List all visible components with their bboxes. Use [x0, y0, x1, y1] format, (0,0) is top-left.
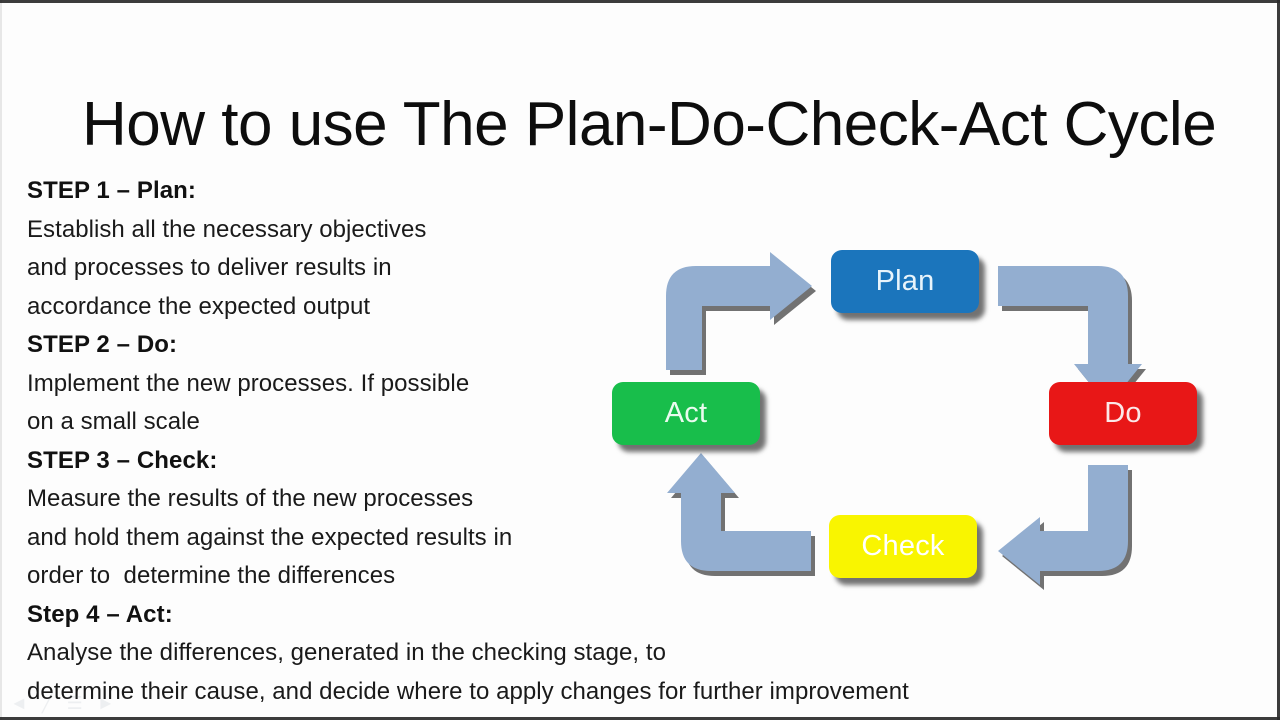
step-3-body: Measure the results of the new processes…	[27, 480, 1177, 596]
step-4-line-2: determine their cause, and decide where …	[27, 677, 909, 705]
frame-edge-top	[0, 0, 1280, 3]
step-block-3: STEP 3 – Check: Measure the results of t…	[27, 442, 1177, 596]
step-2-line-2: on a small scale	[27, 408, 200, 435]
arrow-plan-to-do-icon	[998, 252, 1158, 411]
step-3-line-3: order to determine the differences	[27, 562, 396, 589]
node-do[interactable]: Do	[1049, 382, 1197, 445]
step-1-heading: STEP 1 – Plan:	[27, 177, 197, 204]
arrow-do-to-check-icon	[998, 465, 1158, 595]
pdca-cycle-diagram: Plan Do Check Act	[600, 230, 1220, 610]
step-block-2: STEP 2 – Do: Implement the new processes…	[27, 326, 1177, 442]
step-1-line-3: accordance the expected output	[27, 292, 371, 320]
step-3-line-2: and hold them against the expected resul…	[27, 523, 513, 551]
frame-edge-bottom	[0, 717, 1280, 720]
frame-edge-left	[0, 0, 2, 720]
watermark-arrow-icon: ◄	[10, 692, 28, 713]
step-3-line-1: Measure the results of the new processes	[27, 485, 474, 512]
steps-list: STEP 1 – Plan: Establish all the necessa…	[27, 172, 1177, 711]
step-1-body: Establish all the necessary objectives a…	[27, 211, 1177, 327]
step-3-heading: STEP 3 – Check:	[27, 446, 218, 474]
node-plan[interactable]: Plan	[831, 250, 979, 313]
page-title: How to use The Plan-Do-Check-Act Cycle	[82, 89, 1217, 159]
step-4-heading: Step 4 – Act:	[27, 600, 173, 628]
step-2-heading: STEP 2 – Do:	[27, 331, 178, 358]
arrow-check-to-act-icon	[655, 453, 825, 595]
step-4-line-1: Analyse the differences, generated in th…	[27, 639, 666, 666]
step-4-body: Analyse the differences, generated in th…	[27, 634, 1177, 711]
arrow-act-to-plan-icon	[662, 252, 822, 375]
step-block-4: Step 4 – Act: Analyse the differences, g…	[27, 596, 1177, 712]
frame-edge-right	[1277, 0, 1280, 720]
node-act[interactable]: Act	[612, 382, 760, 445]
step-2-line-1: Implement the new processes. If possible	[27, 369, 470, 397]
step-1-line-1: Establish all the necessary objectives	[27, 215, 427, 243]
node-check[interactable]: Check	[829, 515, 977, 578]
step-1-line-2: and processes to deliver results in	[27, 254, 392, 281]
step-block-1: STEP 1 – Plan: Establish all the necessa…	[27, 172, 1177, 326]
step-2-body: Implement the new processes. If possible…	[27, 365, 1177, 442]
